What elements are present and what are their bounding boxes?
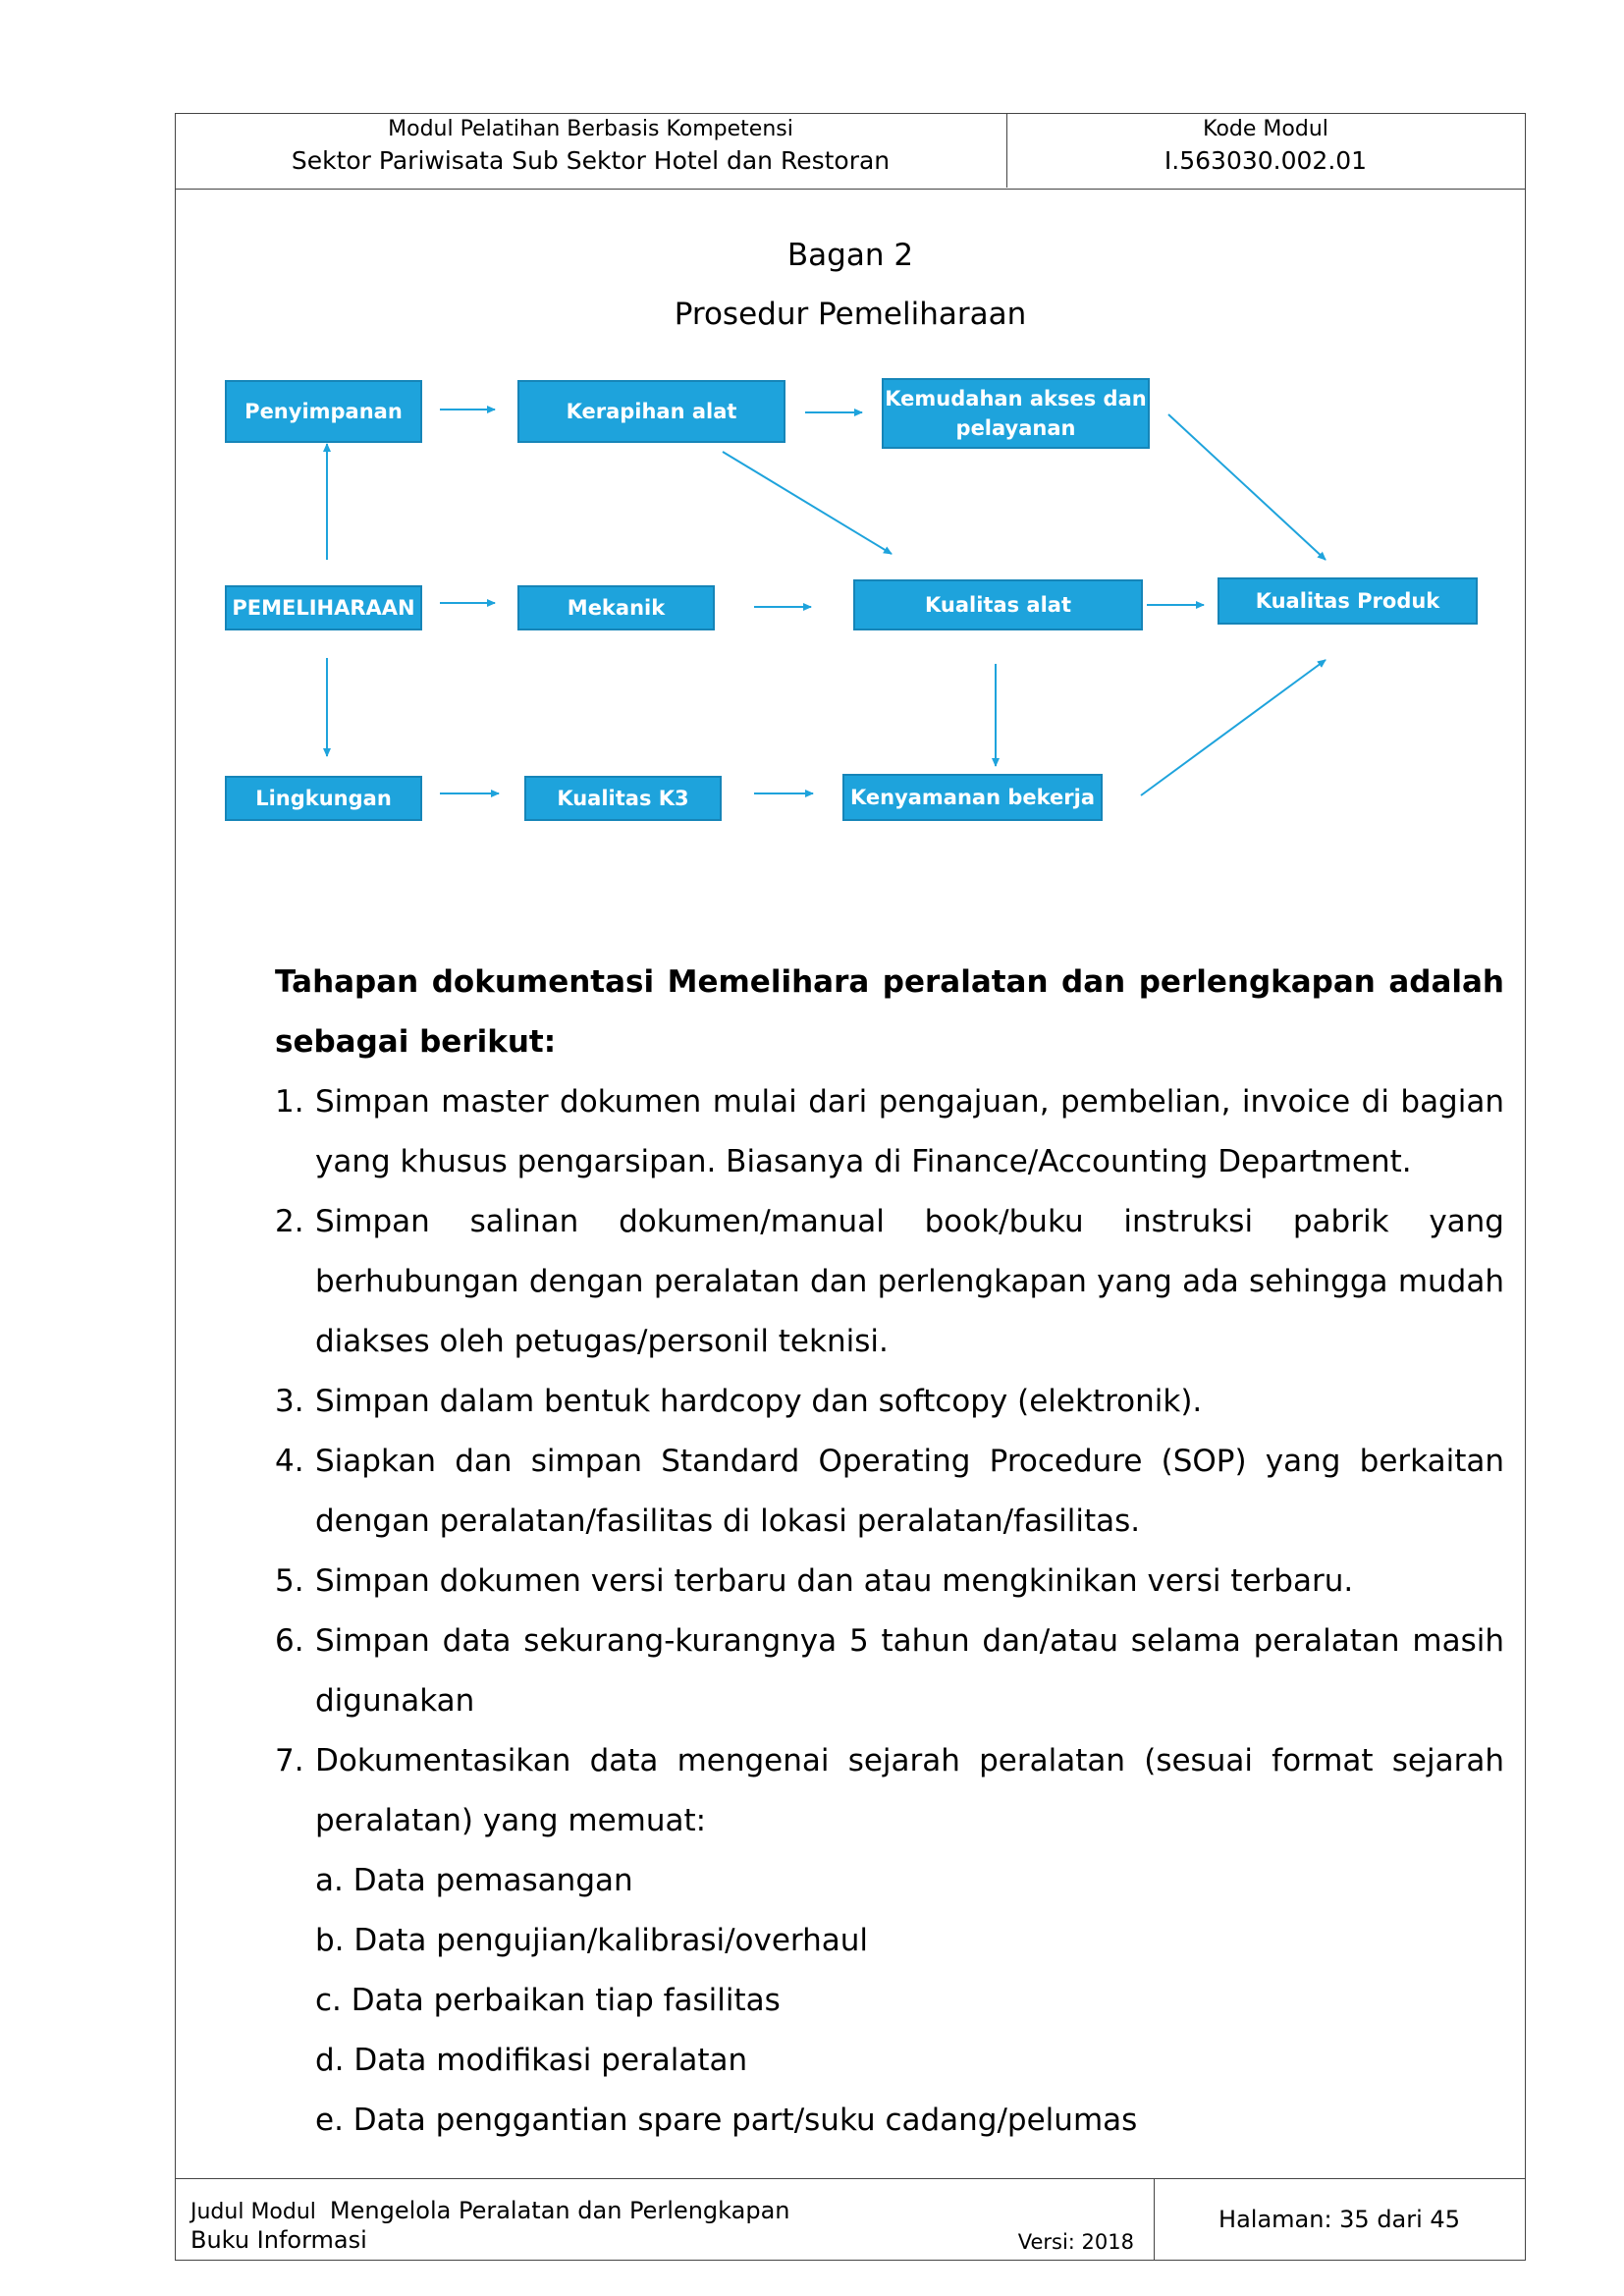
node-pemeliharaan: PEMELIHARAAN: [225, 585, 422, 630]
header-module-code: Kode Modul I.563030.002.01: [1007, 113, 1524, 188]
page-frame: [175, 113, 1526, 2261]
figure-title: Prosedur Pemeliharaan: [674, 297, 1027, 332]
node-lingkungan-label: Lingkungan: [255, 786, 392, 810]
arrow-kenyamanan-kualitas-produk: [1140, 659, 1326, 796]
document-header: Modul Pelatihan Berbasis Kompetensi Sekt…: [175, 113, 1526, 190]
node-kualitas-k3-label: Kualitas K3: [557, 786, 689, 810]
step-number: 1.: [275, 1084, 304, 1120]
step-number: 3.: [275, 1384, 304, 1419]
header-code-label: Kode Modul: [1203, 117, 1328, 141]
header-code-value: I.563030.002.01: [1164, 146, 1368, 175]
node-penyimpanan-label: Penyimpanan: [244, 399, 403, 423]
footer-version: Versi: 2018: [1017, 2230, 1134, 2254]
subitem-list: a. Data pemasangan b. Data pengujian/kal…: [275, 1851, 1504, 2151]
footer-page-number: Halaman: 35 dari 45: [1218, 2206, 1460, 2233]
node-kualitas-k3: Kualitas K3: [524, 776, 722, 821]
node-mekanik-label: Mekanik: [567, 595, 666, 620]
node-kualitas-alat-label: Kualitas alat: [924, 592, 1072, 617]
node-kualitas-produk: Kualitas Produk: [1218, 577, 1478, 625]
section-heading: Tahapan dokumentasi Memelihara peralatan…: [275, 964, 1504, 1060]
footer-module-title: Judul Modul Mengelola Peralatan dan Perle…: [190, 2197, 790, 2224]
step-text: Simpan dokumen versi terbaru dan atau me…: [315, 1563, 1354, 1599]
node-kemudahan-line2: pelayanan: [955, 416, 1076, 440]
step-text: Simpan master dokumen mulai dari pengaju…: [315, 1084, 1504, 1179]
node-kerapihan-alat: Kerapihan alat: [517, 380, 785, 443]
step-number: 2.: [275, 1204, 304, 1239]
node-kenyamanan-label: Kenyamanan bekerja: [849, 785, 1096, 809]
footer-title-value: Mengelola Peralatan dan Perlengkapan: [329, 2197, 790, 2224]
subitem: c. Data perbaikan tiap fasilitas: [315, 1983, 781, 2018]
node-lingkungan: Lingkungan: [225, 776, 422, 821]
header-sector: Sektor Pariwisata Sub Sektor Hotel dan R…: [291, 146, 891, 175]
arrow-kemudahan-kualitas-produk: [1167, 413, 1326, 561]
node-mekanik: Mekanik: [517, 585, 715, 630]
step-text: Simpan dalam bentuk hardcopy dan softcop…: [315, 1384, 1203, 1419]
step-text: Simpan data sekurang-kurangnya 5 tahun d…: [315, 1623, 1504, 1719]
documentation-steps-section: Tahapan dokumentasi Memelihara peralatan…: [275, 953, 1504, 2151]
step-number: 6.: [275, 1623, 304, 1659]
step-number: 4.: [275, 1444, 304, 1479]
list-item: 2. Simpan salinan dokumen/manual book/buk…: [275, 1192, 1504, 1372]
list-item: 6. Simpan data sekurang-kurangnya 5 tahun…: [275, 1612, 1504, 1731]
subitem: e. Data penggantian spare part/suku cada…: [315, 2103, 1138, 2138]
list-item: 5. Simpan dokumen versi terbaru dan atau …: [275, 1552, 1504, 1612]
subitem: d. Data modifikasi peralatan: [315, 2043, 748, 2078]
diagram-arrows: [323, 406, 1326, 797]
document-footer: Judul Modul Mengelola Peralatan dan Perle…: [175, 2178, 1526, 2261]
list-item: 4. Siapkan dan simpan Standard Operating …: [275, 1432, 1504, 1552]
node-kemudahan-line1: Kemudahan akses dan: [885, 386, 1147, 410]
footer-book-type: Buku Informasi: [190, 2226, 367, 2254]
subitem: b. Data pengujian/kalibrasi/overhaul: [315, 1923, 869, 1958]
step-text: Siapkan dan simpan Standard Operating Pr…: [315, 1444, 1504, 1539]
footer-module-info: Judul Modul Mengelola Peralatan dan Perle…: [175, 2179, 1155, 2260]
node-penyimpanan: Penyimpanan: [225, 380, 422, 443]
figure-label: Bagan 2: [786, 238, 914, 273]
node-kerapihan-alat-label: Kerapihan alat: [566, 399, 737, 423]
node-kenyamanan-bekerja: Kenyamanan bekerja: [842, 774, 1103, 821]
step-text: Simpan salinan dokumen/manual book/buku …: [315, 1204, 1504, 1359]
step-number: 5.: [275, 1563, 304, 1599]
footer-title-label: Judul Modul: [190, 2200, 316, 2224]
step-number: 7.: [275, 1743, 304, 1778]
list-item: 3. Simpan dalam bentuk hardcopy dan softc…: [275, 1372, 1504, 1432]
subitem: a. Data pemasangan: [315, 1863, 633, 1898]
node-kualitas-alat: Kualitas alat: [853, 579, 1143, 630]
header-module-info: Modul Pelatihan Berbasis Kompetensi Sekt…: [175, 113, 1007, 188]
node-kualitas-produk-label: Kualitas Produk: [1255, 588, 1440, 613]
maintenance-procedure-diagram: Penyimpanan Kerapihan alat Kemudahan aks…: [175, 363, 1526, 835]
arrow-kerapihan-kualitas-alat: [722, 451, 893, 555]
header-module-type: Modul Pelatihan Berbasis Kompetensi: [388, 117, 793, 141]
step-text: Dokumentasikan data mengenai sejarah per…: [315, 1743, 1504, 1838]
node-kemudahan-akses: Kemudahan akses dan pelayanan: [882, 378, 1150, 449]
steps-list: 1. Simpan master dokumen mulai dari penga…: [275, 1072, 1504, 1851]
node-pemeliharaan-label: PEMELIHARAAN: [232, 595, 415, 620]
list-item: 1. Simpan master dokumen mulai dari penga…: [275, 1072, 1504, 1192]
list-item: 7. Dokumentasikan data mengenai sejarah p…: [275, 1731, 1504, 1851]
